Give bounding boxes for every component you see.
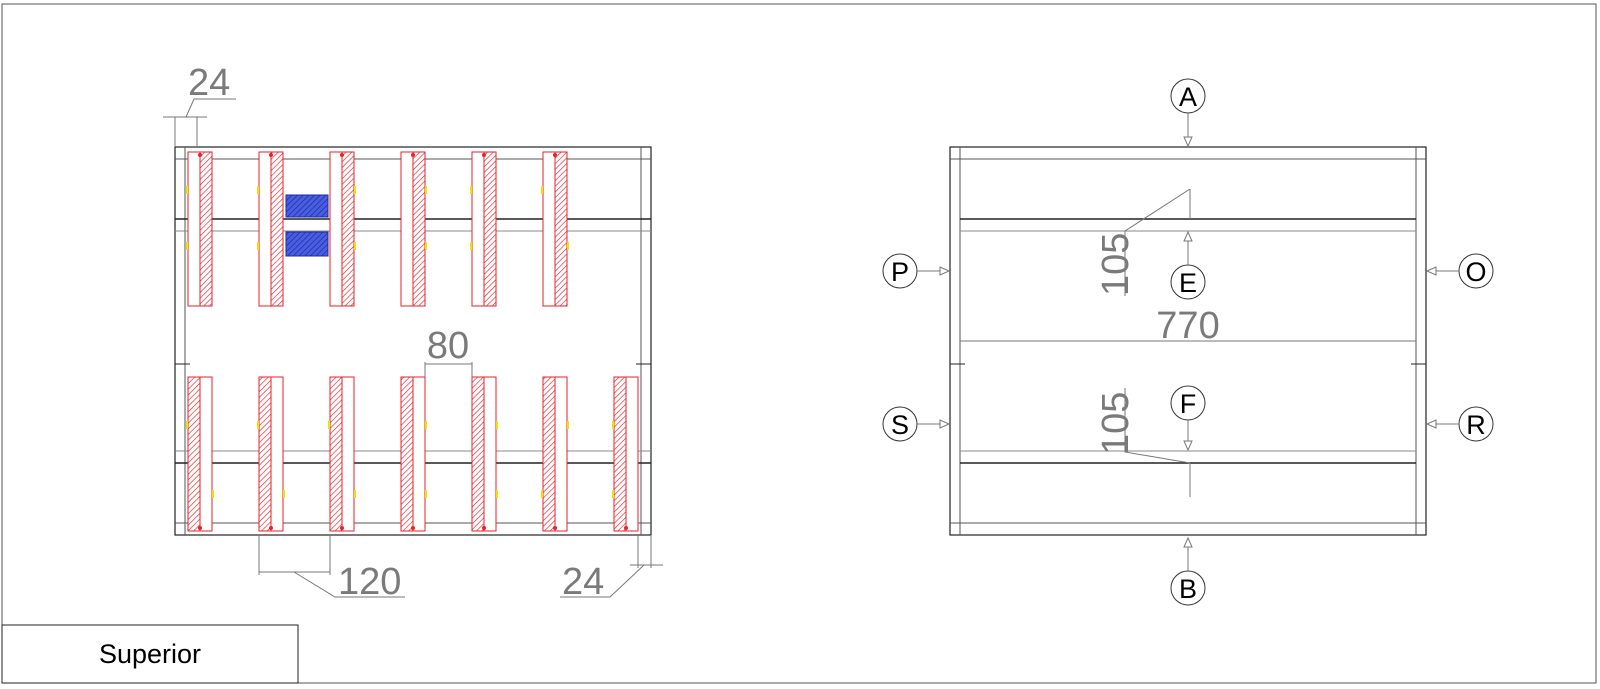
pallet — [470, 151, 497, 307]
marker-top: A — [1170, 78, 1206, 148]
pallet — [400, 376, 427, 532]
pallet — [612, 376, 639, 532]
pallet-row-bottom — [186, 376, 639, 532]
marker-label-right-upper: O — [1465, 257, 1486, 287]
blue-blocks — [285, 194, 329, 257]
marker-bottom: B — [1170, 536, 1206, 606]
dim-label-overall-width: 770 — [1156, 305, 1219, 347]
pallet — [329, 151, 356, 307]
dim-label-top-left: 24 — [188, 62, 230, 104]
dim-spacing — [258, 535, 405, 598]
right-view: 105 770 105 A B E — [882, 78, 1494, 606]
marker-upper-inner: E — [1170, 230, 1206, 300]
marker-label-left-lower: S — [891, 410, 909, 440]
dim-label-bottom-right: 24 — [562, 561, 604, 603]
blue-block — [285, 194, 329, 218]
pallet — [541, 151, 569, 307]
dim-label-lower-gap: 105 — [1095, 392, 1137, 455]
blue-block — [285, 231, 329, 257]
dim-top-left — [163, 98, 236, 147]
pallet — [541, 376, 569, 532]
marker-label-lower-inner: F — [1180, 389, 1197, 419]
left-view: 24 80 120 24 — [163, 62, 663, 603]
marker-label-upper-inner: E — [1179, 268, 1197, 298]
dim-label-pitch: 80 — [427, 325, 469, 367]
view-name: Superior — [99, 639, 201, 669]
title-block: Superior — [1, 624, 299, 684]
pallet — [471, 376, 498, 532]
marker-left-lower: S — [882, 406, 951, 442]
pallet — [400, 151, 427, 307]
dim-label-spacing: 120 — [338, 561, 401, 603]
marker-label-right-lower: R — [1466, 410, 1486, 440]
pallet — [186, 376, 214, 532]
marker-label-bottom: B — [1179, 574, 1197, 604]
pallet — [257, 151, 284, 307]
sheet-border — [1, 3, 1597, 684]
dim-upper-gap — [1124, 188, 1191, 296]
marker-right-upper: O — [1425, 253, 1494, 289]
pallet — [186, 151, 213, 307]
marker-left-upper: P — [882, 253, 951, 289]
dim-label-upper-gap: 105 — [1095, 233, 1137, 296]
marker-label-left-upper: P — [891, 257, 909, 287]
marker-lower-inner: F — [1170, 385, 1206, 452]
dim-bottom-right — [560, 535, 663, 598]
dim-lower-gap — [1124, 388, 1191, 497]
marker-right-lower: R — [1425, 406, 1494, 442]
pallet — [257, 376, 285, 532]
dim-pitch — [424, 362, 473, 377]
pallet-row-top — [186, 151, 569, 307]
pallet — [328, 376, 356, 532]
marker-label-top: A — [1179, 82, 1197, 112]
left-frame — [174, 146, 652, 536]
